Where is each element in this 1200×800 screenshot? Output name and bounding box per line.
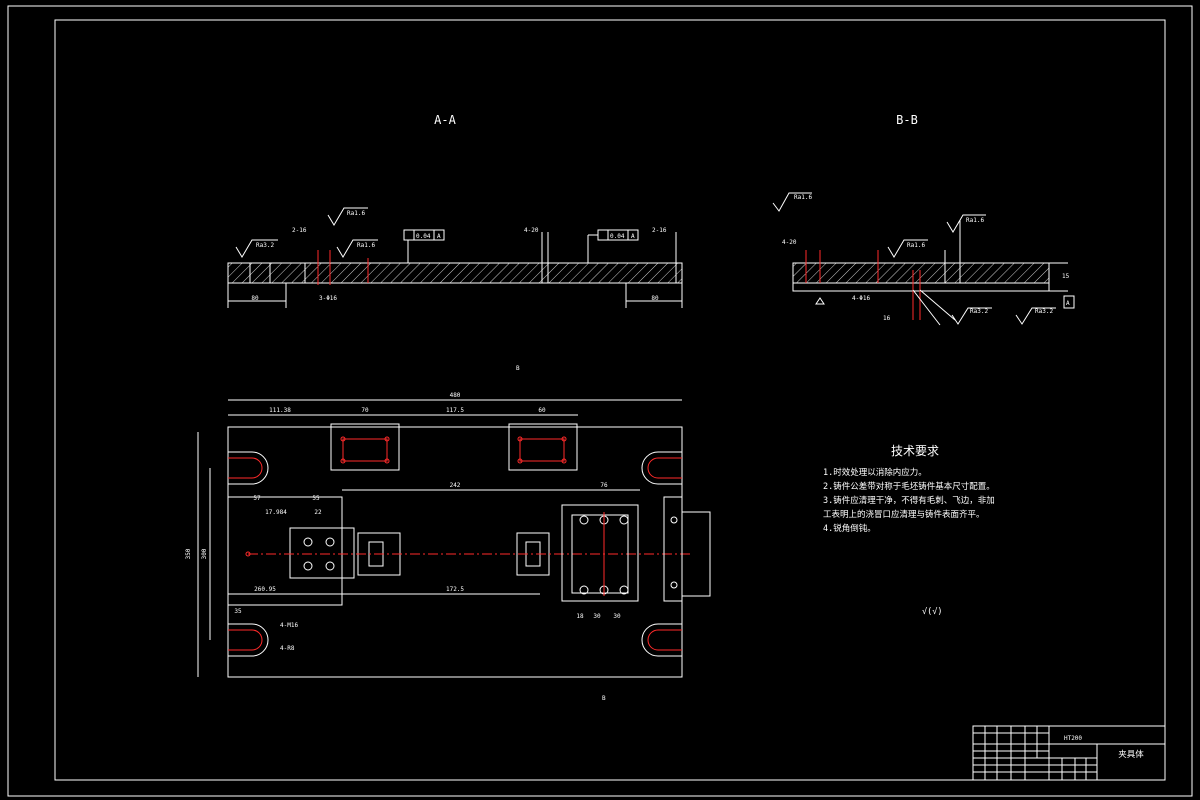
aa-tolerance-frame-1: 0.04 A	[403, 229, 445, 263]
section-aa-view: A-A 80 80 3-Φ16 Ra3.2 Ra1.6 Ra1.6 2-16	[227, 113, 683, 308]
bb-datum-box	[1063, 295, 1075, 309]
section-aa-body	[227, 262, 683, 284]
dim-60: 60	[538, 407, 546, 414]
bb-ra32-a: Ra3.2	[970, 308, 988, 315]
section-bb-title: B-B	[896, 113, 918, 127]
dim-4m16: 4-M16	[280, 622, 298, 629]
view-b-marker-top: B	[516, 365, 520, 372]
aa-dim-80-left: 80	[251, 295, 259, 302]
technical-requirements: 技术要求 1.时效处理以消除内应力。 2.铸件公差带对称于毛坯铸件基本尺寸配置。…	[823, 444, 995, 617]
section-bb-body	[792, 262, 1050, 284]
bb-ra32-b: Ra3.2	[1035, 308, 1053, 315]
right-bracket	[663, 496, 683, 602]
dim-30: 30	[593, 613, 601, 620]
requirement-line-5: 4.锐角倒钝。	[823, 523, 876, 534]
dim-57: 57	[253, 495, 261, 502]
dim-17: 17.984	[265, 509, 287, 516]
bb-ra16-b: Ra1.6	[966, 217, 984, 224]
requirement-line-4: 工表明上的浇冒口应清理与铸件表面齐平。	[823, 509, 985, 520]
aa-dim-2-16-right: 2-16	[652, 227, 667, 234]
dim-35: 35	[234, 608, 242, 615]
bb-dim-4-16: 4-Φ16	[852, 295, 870, 302]
left-hole-block	[289, 527, 355, 579]
section-aa-title: A-A	[434, 113, 456, 127]
dim-4r8: 4-R8	[280, 645, 295, 652]
dim-overall-length: 480	[450, 392, 461, 399]
plate-left-ledge	[227, 496, 343, 606]
aa-dim-2-holes: 2-16	[292, 227, 307, 234]
dim-30b: 30	[613, 613, 621, 620]
slot-bottom-left	[228, 623, 269, 657]
dim-18: 18	[576, 613, 584, 620]
aa-ra32: Ra3.2	[256, 242, 274, 249]
bb-ra16-a: Ra1.6	[794, 194, 812, 201]
dim-left-300: 300	[201, 548, 208, 559]
general-roughness-symbol: √(√)	[922, 607, 942, 617]
title-block-material: HT200	[1064, 735, 1082, 742]
dim-70: 70	[361, 407, 369, 414]
bb-dim-16: 16	[883, 315, 891, 322]
section-aa-left-foot	[227, 282, 287, 302]
plate-outline	[227, 426, 683, 678]
dim-76: 76	[600, 482, 608, 489]
bb-dim-4-20: 4-20	[782, 239, 797, 246]
dim-242: 242	[450, 482, 461, 489]
plan-view: B B	[185, 365, 711, 702]
view-b-marker-bottom: B	[602, 695, 606, 702]
top-pad-1	[330, 423, 400, 471]
bb-ra16-c: Ra1.6	[907, 242, 925, 249]
dim-117: 117.5	[446, 407, 464, 414]
aa-ra16: Ra1.6	[357, 242, 375, 249]
section-bb-view: B-B Ra1.6 Ra1.6 Ra1.6 Ra3.2 Ra3.2 4-20 4…	[772, 113, 1075, 326]
svg-text:A: A	[437, 233, 441, 240]
aa-dim-3-holes: 3-Φ16	[319, 295, 337, 302]
svg-text:A: A	[631, 233, 635, 240]
section-aa-right-foot	[625, 282, 683, 302]
requirements-title: 技术要求	[891, 444, 939, 458]
sheet-inner-border	[54, 19, 1166, 781]
requirement-line-2: 2.铸件公差带对称于毛坯铸件基本尺寸配置。	[823, 481, 995, 492]
aa-tolerance-frame-2: 0.04 A	[587, 229, 639, 263]
slot-bottom-right	[641, 623, 682, 657]
dim-260: 260.95	[254, 586, 276, 593]
slot-top-right	[641, 451, 682, 485]
aa-ra16-top: Ra1.6	[347, 210, 365, 217]
svg-text:0.04: 0.04	[610, 233, 625, 240]
dim-172: 172.5	[446, 586, 464, 593]
dim-111: 111.38	[269, 407, 291, 414]
slot-top-left	[228, 451, 269, 485]
requirement-line-1: 1.时效处理以消除内应力。	[823, 467, 927, 478]
aa-dim-80-right: 80	[651, 295, 659, 302]
right-hole-block	[561, 504, 639, 602]
title-block: HT200 夹具体	[972, 725, 1166, 781]
title-block-drawing-name: 夹具体	[1118, 749, 1144, 760]
top-pad-2	[508, 423, 578, 471]
dim-55: 55	[312, 495, 320, 502]
sheet-outer-border	[7, 5, 1193, 797]
dim-22: 22	[314, 509, 322, 516]
section-bb-step	[792, 282, 1050, 292]
dim-left-350: 350	[185, 548, 192, 559]
svg-text:0.04: 0.04	[416, 233, 431, 240]
bb-dim-15: 15	[1062, 273, 1070, 280]
requirement-line-3: 3.铸件应清理干净，不得有毛刺、飞边，非加	[823, 495, 995, 506]
aa-dim-4-20: 4-20	[524, 227, 539, 234]
svg-text:A: A	[1066, 300, 1070, 307]
